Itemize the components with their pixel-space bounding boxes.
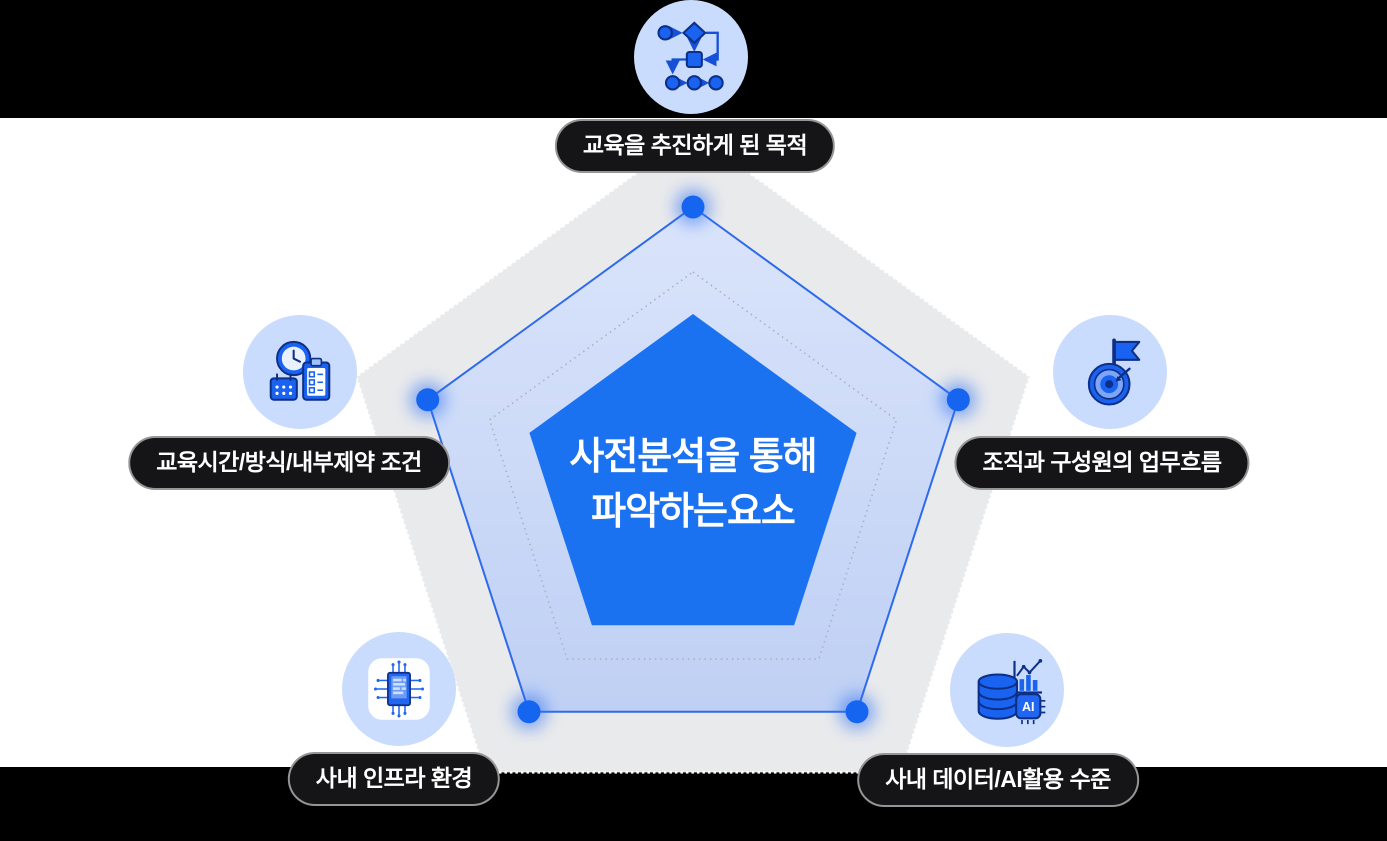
bottom-black-band [0,767,1387,841]
label-bottom-right: 사내 데이터/AI활용 수준 [857,753,1139,807]
center-pentagon [529,314,857,626]
label-left-text: 교육시간/방식/내부제약 조건 [156,449,422,475]
label-bottom-left-text: 사내 인프라 환경 [315,765,473,791]
data-ai-chart-icon: AI [950,633,1064,747]
center-title-line1: 사전분석을 통해 [569,436,817,478]
center-title-line2: 파악하는요소 [591,491,796,533]
label-bottom-left: 사내 인프라 환경 [287,752,501,806]
vertex-dots [409,189,977,730]
label-left: 교육시간/방식/내부제약 조건 [128,436,450,490]
label-top: 교육을 추진하게 된 목적 [554,119,836,173]
label-top-text: 교육을 추진하게 된 목적 [582,132,808,158]
schedule-clipboard-icon [243,315,357,429]
label-right: 조직과 구성원의 업무흐름 [954,436,1250,490]
label-right-text: 조직과 구성원의 업무흐름 [982,449,1222,475]
center-title: 사전분석을 통해 파악하는요소 [569,430,817,540]
dotted-guide-pentagon [488,271,898,660]
flowchart-icon [634,0,748,114]
ai-chip-label: AI [1022,700,1035,714]
circuit-chip-icon [342,632,456,746]
goal-flag-icon [1053,315,1167,429]
label-bottom-right-text: 사내 데이터/AI활용 수준 [885,766,1111,792]
